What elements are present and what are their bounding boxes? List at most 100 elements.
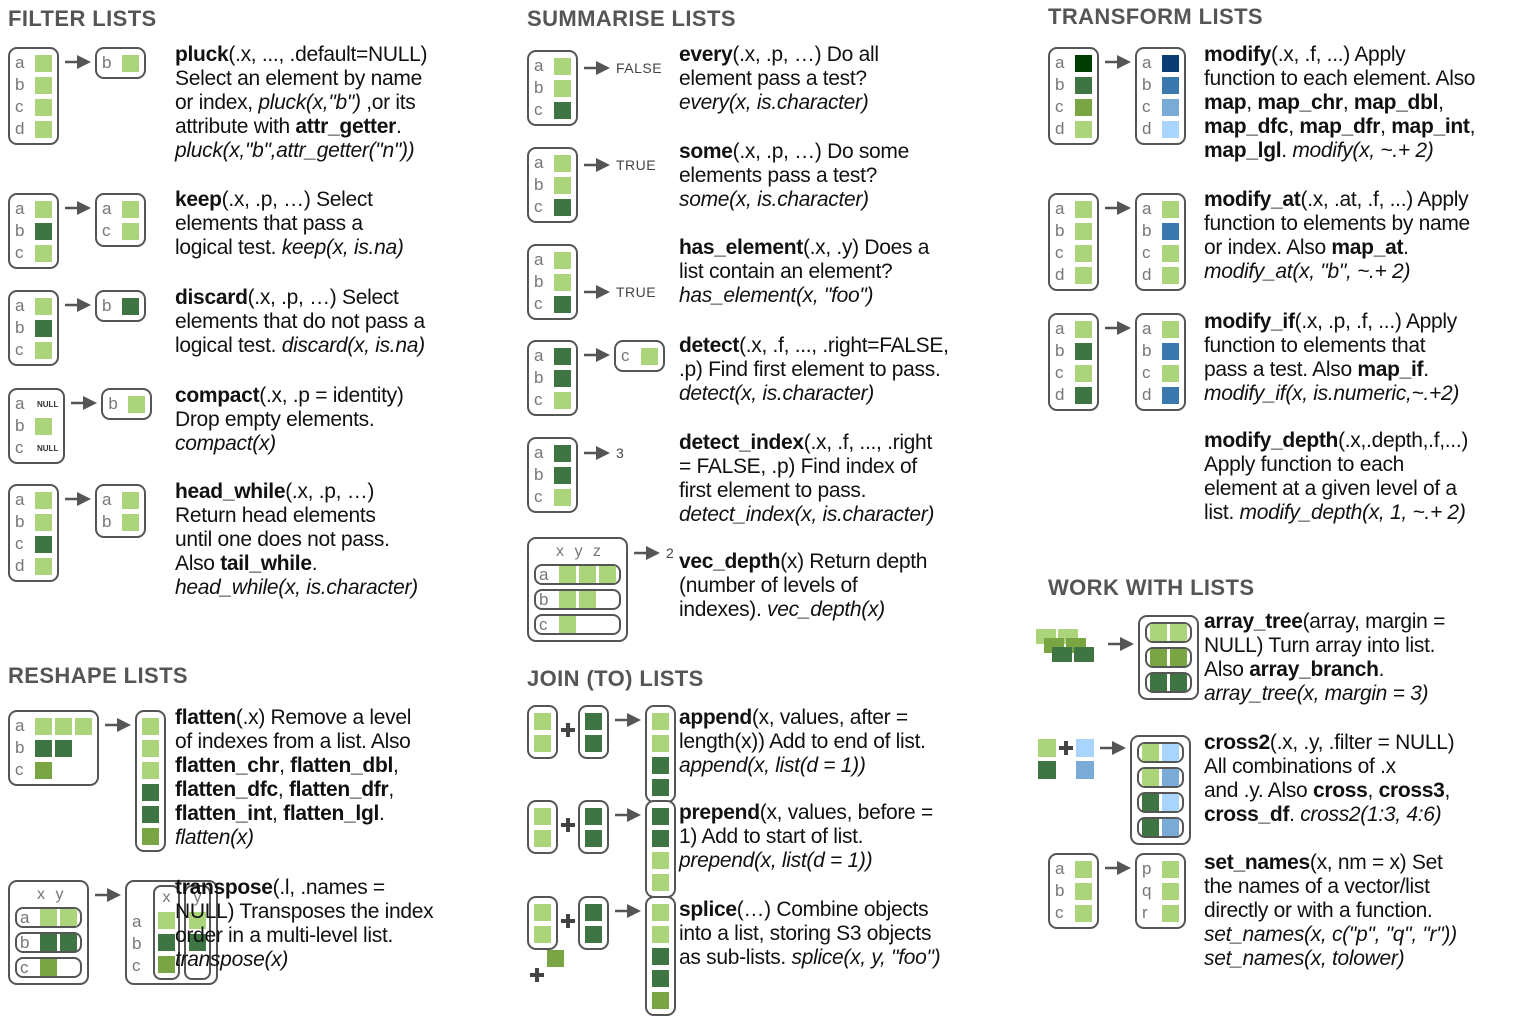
element-square — [1162, 76, 1179, 94]
function-name: vec_depth — [679, 550, 781, 573]
list-column-names: x y — [37, 886, 67, 903]
list-element — [652, 805, 669, 827]
arrow — [95, 888, 121, 902]
description-text: (…) Combine objects — [736, 898, 929, 921]
element-square — [142, 805, 159, 823]
function-name: some — [679, 140, 733, 163]
vector — [1076, 739, 1094, 779]
element-square — [1162, 222, 1179, 240]
sublist-row: c — [534, 614, 621, 635]
function-name: prepend — [679, 801, 760, 824]
element-name: r — [1142, 903, 1148, 922]
function-name: cross_df — [1204, 803, 1290, 826]
description-text: , — [1342, 91, 1354, 114]
element-square — [554, 57, 571, 75]
element-name: c — [1142, 363, 1151, 382]
element-name: a — [15, 296, 25, 315]
description-text: first element to pass. — [679, 479, 867, 502]
element-square — [652, 903, 669, 921]
list-element: a — [534, 442, 571, 464]
text-line: NULL) Transposes the index — [175, 900, 434, 924]
text-line: logical test. discard(x, is.na) — [175, 334, 425, 358]
list-box: b — [101, 388, 153, 420]
element-name: a — [534, 56, 544, 75]
arrow — [584, 348, 610, 362]
example-code: compact(x) — [175, 432, 276, 455]
arrow-right-icon — [71, 396, 98, 410]
arrow-right-icon — [584, 446, 610, 460]
element-square — [1150, 649, 1167, 666]
element-name: b — [132, 934, 142, 953]
element-name: a — [15, 394, 25, 413]
text-line: function to elements that — [1204, 334, 1459, 358]
list-element: c — [1055, 362, 1092, 384]
description-text: , — [1469, 115, 1476, 138]
description-text: (.x, .p, …) — [285, 480, 375, 503]
element-square — [534, 829, 551, 847]
description-text: list contain an element? — [679, 260, 893, 283]
text-line: Also tail_while. — [175, 552, 418, 576]
sublist-row: b — [15, 932, 82, 953]
function-description: detect_index(.x, .f, ..., .right= FALSE,… — [679, 431, 934, 527]
section-header-reshape-lists: RESHAPE LISTS — [8, 663, 189, 688]
example-code: some(x, is.character) — [679, 188, 869, 211]
element-square — [585, 712, 602, 730]
list-element: d — [1142, 264, 1179, 286]
description-text: (number of levels of — [679, 574, 858, 597]
example-code: detect(x, is.character) — [679, 382, 874, 405]
description-text: . — [311, 552, 318, 575]
text-line: Apply function to each — [1204, 453, 1468, 477]
description-text: (.x, .p, .f, ...) Apply — [1294, 310, 1458, 333]
description-text: . — [395, 115, 402, 138]
element-square — [554, 444, 571, 462]
element-square — [35, 222, 52, 240]
description-text: attribute with — [175, 115, 296, 138]
text-line: NULL) Turn array into list. — [1204, 634, 1445, 658]
description-text: (.x, .f, ..., .right=FALSE, — [739, 334, 949, 357]
element-square — [534, 903, 551, 921]
element-square — [554, 466, 571, 484]
element-square — [652, 807, 669, 825]
arrow-right-icon — [1108, 637, 1134, 651]
list-element: a — [1055, 858, 1092, 880]
list-element: c — [534, 99, 571, 121]
element-name: a — [534, 443, 544, 462]
element-square — [554, 369, 571, 387]
description-text: (.x,.depth,.f,...) — [1338, 429, 1469, 452]
list-element: a — [102, 198, 139, 220]
list-element — [652, 732, 669, 754]
text-line: pluck(x,"b",attr_getter("n")) — [175, 139, 427, 163]
element-name: b — [15, 318, 25, 337]
description-text: pass a test. Also — [1204, 358, 1358, 381]
function-name: map — [1204, 91, 1247, 114]
element-name: a — [15, 490, 25, 509]
element-square — [142, 761, 159, 779]
function-name: compact — [175, 384, 260, 407]
element-square — [35, 535, 52, 553]
result-label: TRUE — [616, 284, 657, 300]
element-name: b — [534, 368, 544, 387]
function-description: modify_depth(.x,.depth,.f,...)Apply func… — [1204, 429, 1468, 525]
element-square — [652, 991, 669, 1009]
list-element — [585, 710, 602, 732]
description-text: Return head elements — [175, 504, 376, 527]
element-square — [579, 591, 596, 608]
text-line: append(x, values, after = — [679, 706, 926, 730]
element-square — [554, 347, 571, 365]
list-element: d — [1142, 384, 1179, 406]
element-square — [554, 154, 571, 172]
element-square — [35, 244, 52, 262]
list-element: c — [1142, 96, 1179, 118]
text-line: head_while(x, is.character) — [175, 576, 418, 600]
description-text: until one does not pass. — [175, 528, 390, 551]
element-square — [559, 591, 576, 608]
function-name: splice — [679, 898, 737, 921]
description-text: . — [1423, 358, 1429, 381]
list-element: c — [15, 339, 52, 361]
